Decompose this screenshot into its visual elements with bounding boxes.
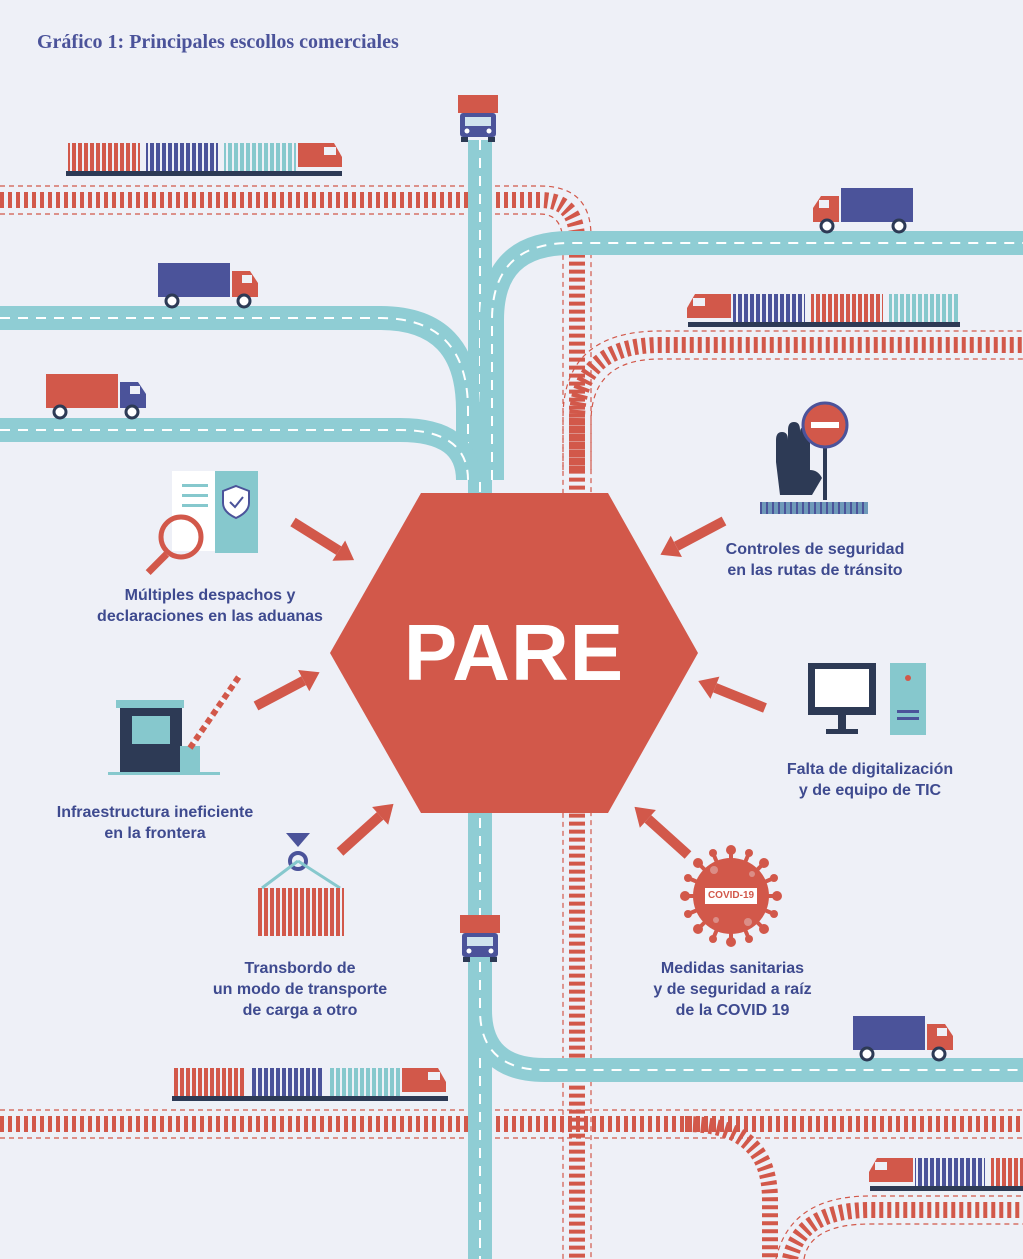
chart-title: Gráfico 1: Principales escollos comercia…: [37, 31, 399, 53]
arrow-digitalization: [698, 676, 767, 713]
label-digitalization: Falta de digitalización y de equipo de T…: [786, 761, 954, 799]
crane-container-icon: [258, 833, 344, 936]
label-transshipment: Transbordo de un modo de transporte de c…: [212, 960, 388, 1019]
label-customs: Múltiples despachos y declaraciones en l…: [97, 587, 323, 625]
document-magnifier-icon: [145, 471, 258, 576]
freight-train-bottom-right: [869, 1158, 1023, 1191]
arrow-sanitary: [634, 806, 692, 859]
computer-icon: [808, 663, 926, 735]
arrows: [253, 516, 767, 859]
label-infrastructure: Infraestructura ineficiente en la fronte…: [56, 804, 254, 842]
security-checkpoint-icon: [760, 401, 868, 514]
truck-front-top: [458, 95, 498, 142]
stop-sign-text: PARE: [403, 608, 625, 697]
truck-left-2: [44, 372, 148, 420]
arrow-transshipment: [336, 803, 394, 856]
label-sanitary: Medidas sanitarias y de seguridad a raíz…: [653, 960, 812, 1019]
stop-sign: [330, 493, 698, 813]
arrow-infrastructure: [253, 670, 320, 711]
border-booth-icon: [108, 673, 243, 775]
truck-right-1: [811, 186, 915, 234]
arrow-security: [660, 516, 727, 557]
vehicles: [44, 95, 1023, 1191]
label-security: Controles de seguridad en las rutas de t…: [725, 541, 905, 579]
truck-front-bottom: [460, 915, 500, 962]
freight-train-top-left: [66, 143, 342, 176]
arrow-customs: [290, 517, 355, 561]
covid-badge: COVID-19: [705, 888, 757, 904]
truck-bottom-right: [851, 1014, 955, 1062]
freight-train-bottom-left: [172, 1068, 448, 1101]
truck-left-1: [156, 261, 260, 309]
freight-train-right: [687, 294, 960, 327]
